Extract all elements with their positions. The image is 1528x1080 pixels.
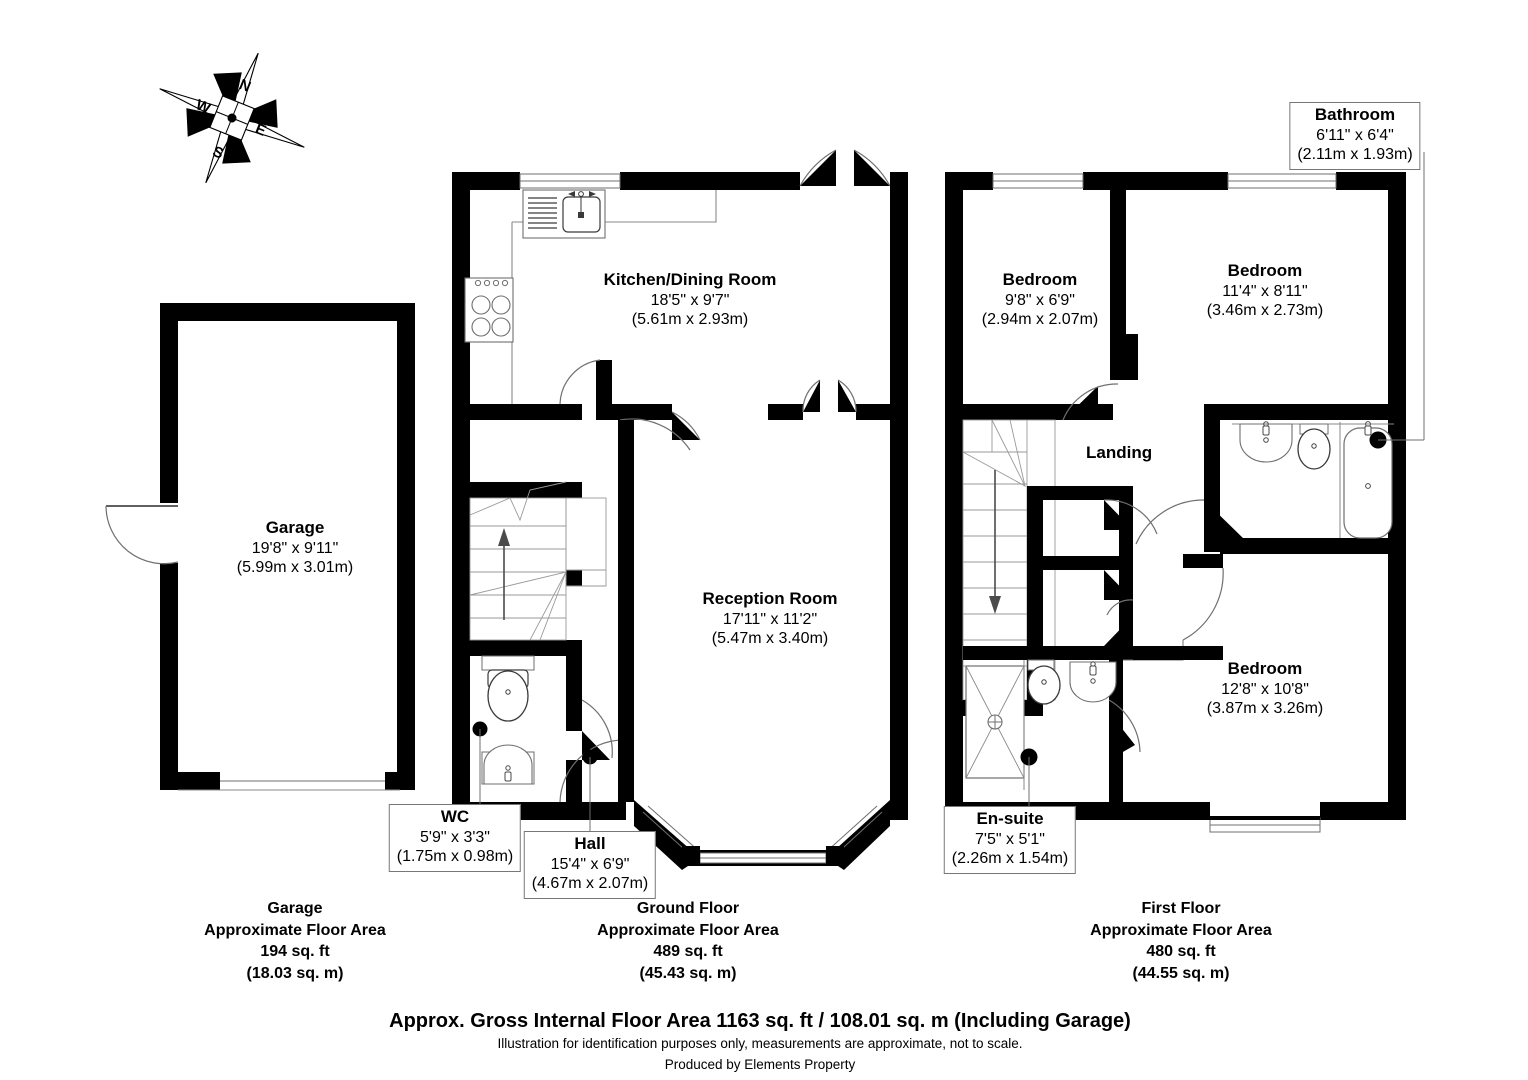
area-sqft-ground: 489 sq. ft bbox=[653, 943, 723, 961]
sink-drainer-icon bbox=[522, 189, 606, 239]
area-sqm-ground: (45.43 sq. m) bbox=[639, 964, 737, 982]
room-label-kitchen-dining: Kitchen/Dining Room 18'5" x 9'7" (5.61m … bbox=[604, 270, 777, 330]
area-summary-first: First Floor Approximate Floor Area 480 s… bbox=[1090, 898, 1272, 984]
garage-plan bbox=[105, 303, 415, 791]
bedroom1-door bbox=[1062, 383, 1119, 421]
room-label-garage: Garage 19'8" x 9'11" (5.99m x 3.01m) bbox=[237, 518, 353, 578]
room-dims-imperial-ensuite: 7'5" x 5'1" bbox=[975, 830, 1045, 848]
room-dims-imperial-garage: 19'8" x 9'11" bbox=[251, 539, 339, 557]
kitchen-window bbox=[519, 173, 621, 189]
room-name-ensuite: En-suite bbox=[976, 809, 1044, 828]
room-name-garage: Garage bbox=[265, 518, 325, 537]
room-dims-metric-bedroom-front-small: (2.94m x 2.07m) bbox=[981, 311, 1099, 329]
ensuite-fixtures bbox=[965, 659, 1117, 790]
room-dims-metric-bedroom-master: (3.87m x 3.26m) bbox=[1206, 700, 1324, 718]
reception-double-doors bbox=[802, 379, 857, 413]
room-dims-imperial-bedroom-front-large: 11'4" x 8'11" bbox=[1222, 282, 1308, 300]
room-dims-imperial-hall: 15'4" x 6'9" bbox=[550, 855, 630, 873]
kitchen-fittings bbox=[464, 189, 717, 404]
master-bedroom-window bbox=[1209, 816, 1321, 833]
room-dims-metric-garage: (5.99m x 3.01m) bbox=[236, 559, 354, 577]
room-name-bathroom: Bathroom bbox=[1314, 105, 1396, 124]
hall-to-kitchen-door bbox=[558, 411, 701, 470]
room-label-bathroom: Bathroom 6'11" x 6'4" (2.11m x 1.93m) bbox=[1289, 102, 1421, 170]
room-dims-imperial-bedroom-front-small: 9'8" x 6'9" bbox=[1005, 291, 1075, 309]
room-dims-imperial-reception: 17'11" x 11'2" bbox=[722, 610, 818, 628]
room-dims-imperial-wc: 5'9" x 3'3" bbox=[420, 828, 490, 846]
room-dims-metric-bedroom-front-large: (3.46m x 2.73m) bbox=[1206, 302, 1324, 320]
room-name-bedroom-front-small: Bedroom bbox=[1002, 270, 1078, 289]
shower-tray-icon bbox=[965, 665, 1025, 779]
room-label-ensuite: En-suite 7'5" x 5'1" (2.26m x 1.54m) bbox=[943, 806, 1077, 874]
room-label-bedroom-front-large: Bedroom 11'4" x 8'11" (3.46m x 2.73m) bbox=[1207, 261, 1323, 321]
room-dims-metric-kitchen-dining: (5.61m x 2.93m) bbox=[631, 311, 749, 329]
room-name-bedroom-master: Bedroom bbox=[1227, 659, 1303, 678]
room-dims-metric-wc: (1.75m x 0.98m) bbox=[396, 848, 514, 866]
footer-disclaimer: Illustration for identification purposes… bbox=[497, 1036, 1023, 1051]
room-dims-imperial-bedroom-master: 12'8" x 10'8" bbox=[1221, 680, 1309, 698]
bathroom-door bbox=[1135, 499, 1245, 545]
compass-rose: N E S W bbox=[159, 52, 305, 184]
room-label-hall: Hall 15'4" x 6'9" (4.67m x 2.07m) bbox=[523, 831, 657, 899]
room-label-bedroom-front-small: Bedroom 9'8" x 6'9" (2.94m x 2.07m) bbox=[982, 270, 1098, 330]
toilet-icon bbox=[1027, 659, 1061, 705]
room-label-bedroom-master: Bedroom 12'8" x 10'8" (3.87m x 3.26m) bbox=[1207, 659, 1323, 719]
area-title-garage: Garage bbox=[267, 900, 323, 917]
area-sqm-first: (44.55 sq. m) bbox=[1132, 964, 1230, 982]
ground-stairs bbox=[469, 481, 607, 656]
area-title-ground: Ground Floor bbox=[636, 900, 740, 917]
ground-floor-plan bbox=[452, 149, 908, 870]
room-label-landing: Landing bbox=[1086, 443, 1153, 462]
footer-credit: Produced by Elements Property bbox=[664, 1057, 856, 1072]
area-subtitle-garage: Approximate Floor Area bbox=[204, 921, 386, 939]
area-subtitle-ground: Approximate Floor Area bbox=[597, 921, 779, 939]
room-dims-metric-reception: (5.47m x 3.40m) bbox=[711, 630, 829, 648]
area-sqm-garage: (18.03 sq. m) bbox=[246, 964, 344, 982]
landing-cupboards bbox=[1043, 486, 1158, 660]
kitchen-door bbox=[559, 359, 604, 405]
room-label-wc: WC 5'9" x 3'3" (1.75m x 0.98m) bbox=[388, 804, 522, 872]
kitchen-patio-doors bbox=[799, 149, 891, 187]
basin-icon bbox=[1239, 421, 1293, 463]
area-sqft-garage: 194 sq. ft bbox=[260, 943, 330, 961]
reception-bay-window bbox=[634, 800, 890, 870]
room-name-hall: Hall bbox=[574, 834, 606, 853]
area-sqft-first: 480 sq. ft bbox=[1146, 943, 1216, 961]
room-name-kitchen-dining: Kitchen/Dining Room bbox=[603, 270, 777, 289]
basin-icon bbox=[481, 744, 535, 785]
room-dims-metric-ensuite: (2.26m x 1.54m) bbox=[951, 850, 1069, 868]
first-floor-front-windows bbox=[992, 173, 1337, 189]
footer-gross-area: Approx. Gross Internal Floor Area 1163 s… bbox=[389, 1010, 1131, 1032]
area-title-first: First Floor bbox=[1141, 900, 1221, 917]
wc-room bbox=[481, 655, 613, 820]
toilet-icon bbox=[481, 655, 535, 722]
hob-icon bbox=[464, 277, 514, 343]
master-bedroom-door bbox=[1119, 554, 1224, 661]
room-label-reception: Reception Room 17'11" x 11'2" (5.47m x 3… bbox=[702, 589, 837, 649]
room-name-bedroom-front-large: Bedroom bbox=[1227, 261, 1303, 280]
room-dims-imperial-kitchen-dining: 18'5" x 9'7" bbox=[650, 291, 730, 309]
room-dims-imperial-bathroom: 6'11" x 6'4" bbox=[1316, 126, 1394, 144]
garage-side-door bbox=[105, 505, 179, 565]
ensuite-walls bbox=[963, 646, 1141, 802]
room-dims-metric-hall: (4.67m x 2.07m) bbox=[531, 875, 649, 893]
stairs-up-arrow-icon bbox=[498, 528, 510, 620]
first-floor-plan bbox=[945, 152, 1425, 833]
basin-icon bbox=[1069, 661, 1117, 703]
area-subtitle-first: Approximate Floor Area bbox=[1090, 921, 1272, 939]
area-summary-garage: Garage Approximate Floor Area 194 sq. ft… bbox=[204, 898, 386, 984]
area-summary-ground: Ground Floor Approximate Floor Area 489 … bbox=[597, 898, 779, 984]
bath-icon bbox=[1339, 421, 1393, 539]
stairs-down-arrow-icon bbox=[989, 470, 1001, 614]
room-name-reception: Reception Room bbox=[702, 589, 838, 608]
room-dims-metric-bathroom: (2.11m x 1.93m) bbox=[1297, 146, 1413, 164]
room-name-wc: WC bbox=[440, 807, 470, 826]
toilet-icon bbox=[1297, 423, 1331, 470]
bathroom-fixtures bbox=[1232, 421, 1394, 539]
